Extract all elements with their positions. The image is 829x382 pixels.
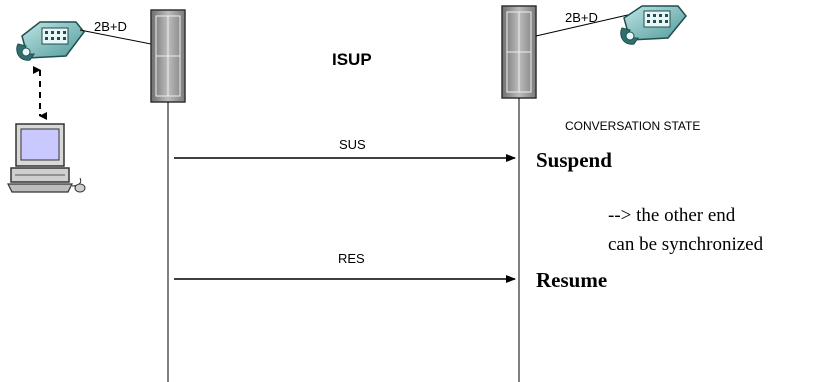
resume-label: Resume [536,268,608,292]
suspend-label: Suspend [536,148,612,172]
right-telephone-icon [620,5,687,45]
computer-icon [7,123,86,193]
right-switch-icon [501,5,537,99]
state-label: CONVERSATION STATE [565,119,701,133]
protocol-label: ISUP [332,50,372,69]
left-switch-icon [150,9,186,103]
left-access-line [79,29,152,45]
note-line-2: can be synchronized [608,234,764,255]
right-access-line [535,13,633,37]
res-message-label: RES [338,251,365,266]
sus-message-label: SUS [339,137,366,152]
left-link-label: 2B+D [94,19,127,34]
right-link-label: 2B+D [565,10,598,25]
note-line-1: --> the other end [608,205,736,226]
left-telephone-icon [16,21,85,61]
